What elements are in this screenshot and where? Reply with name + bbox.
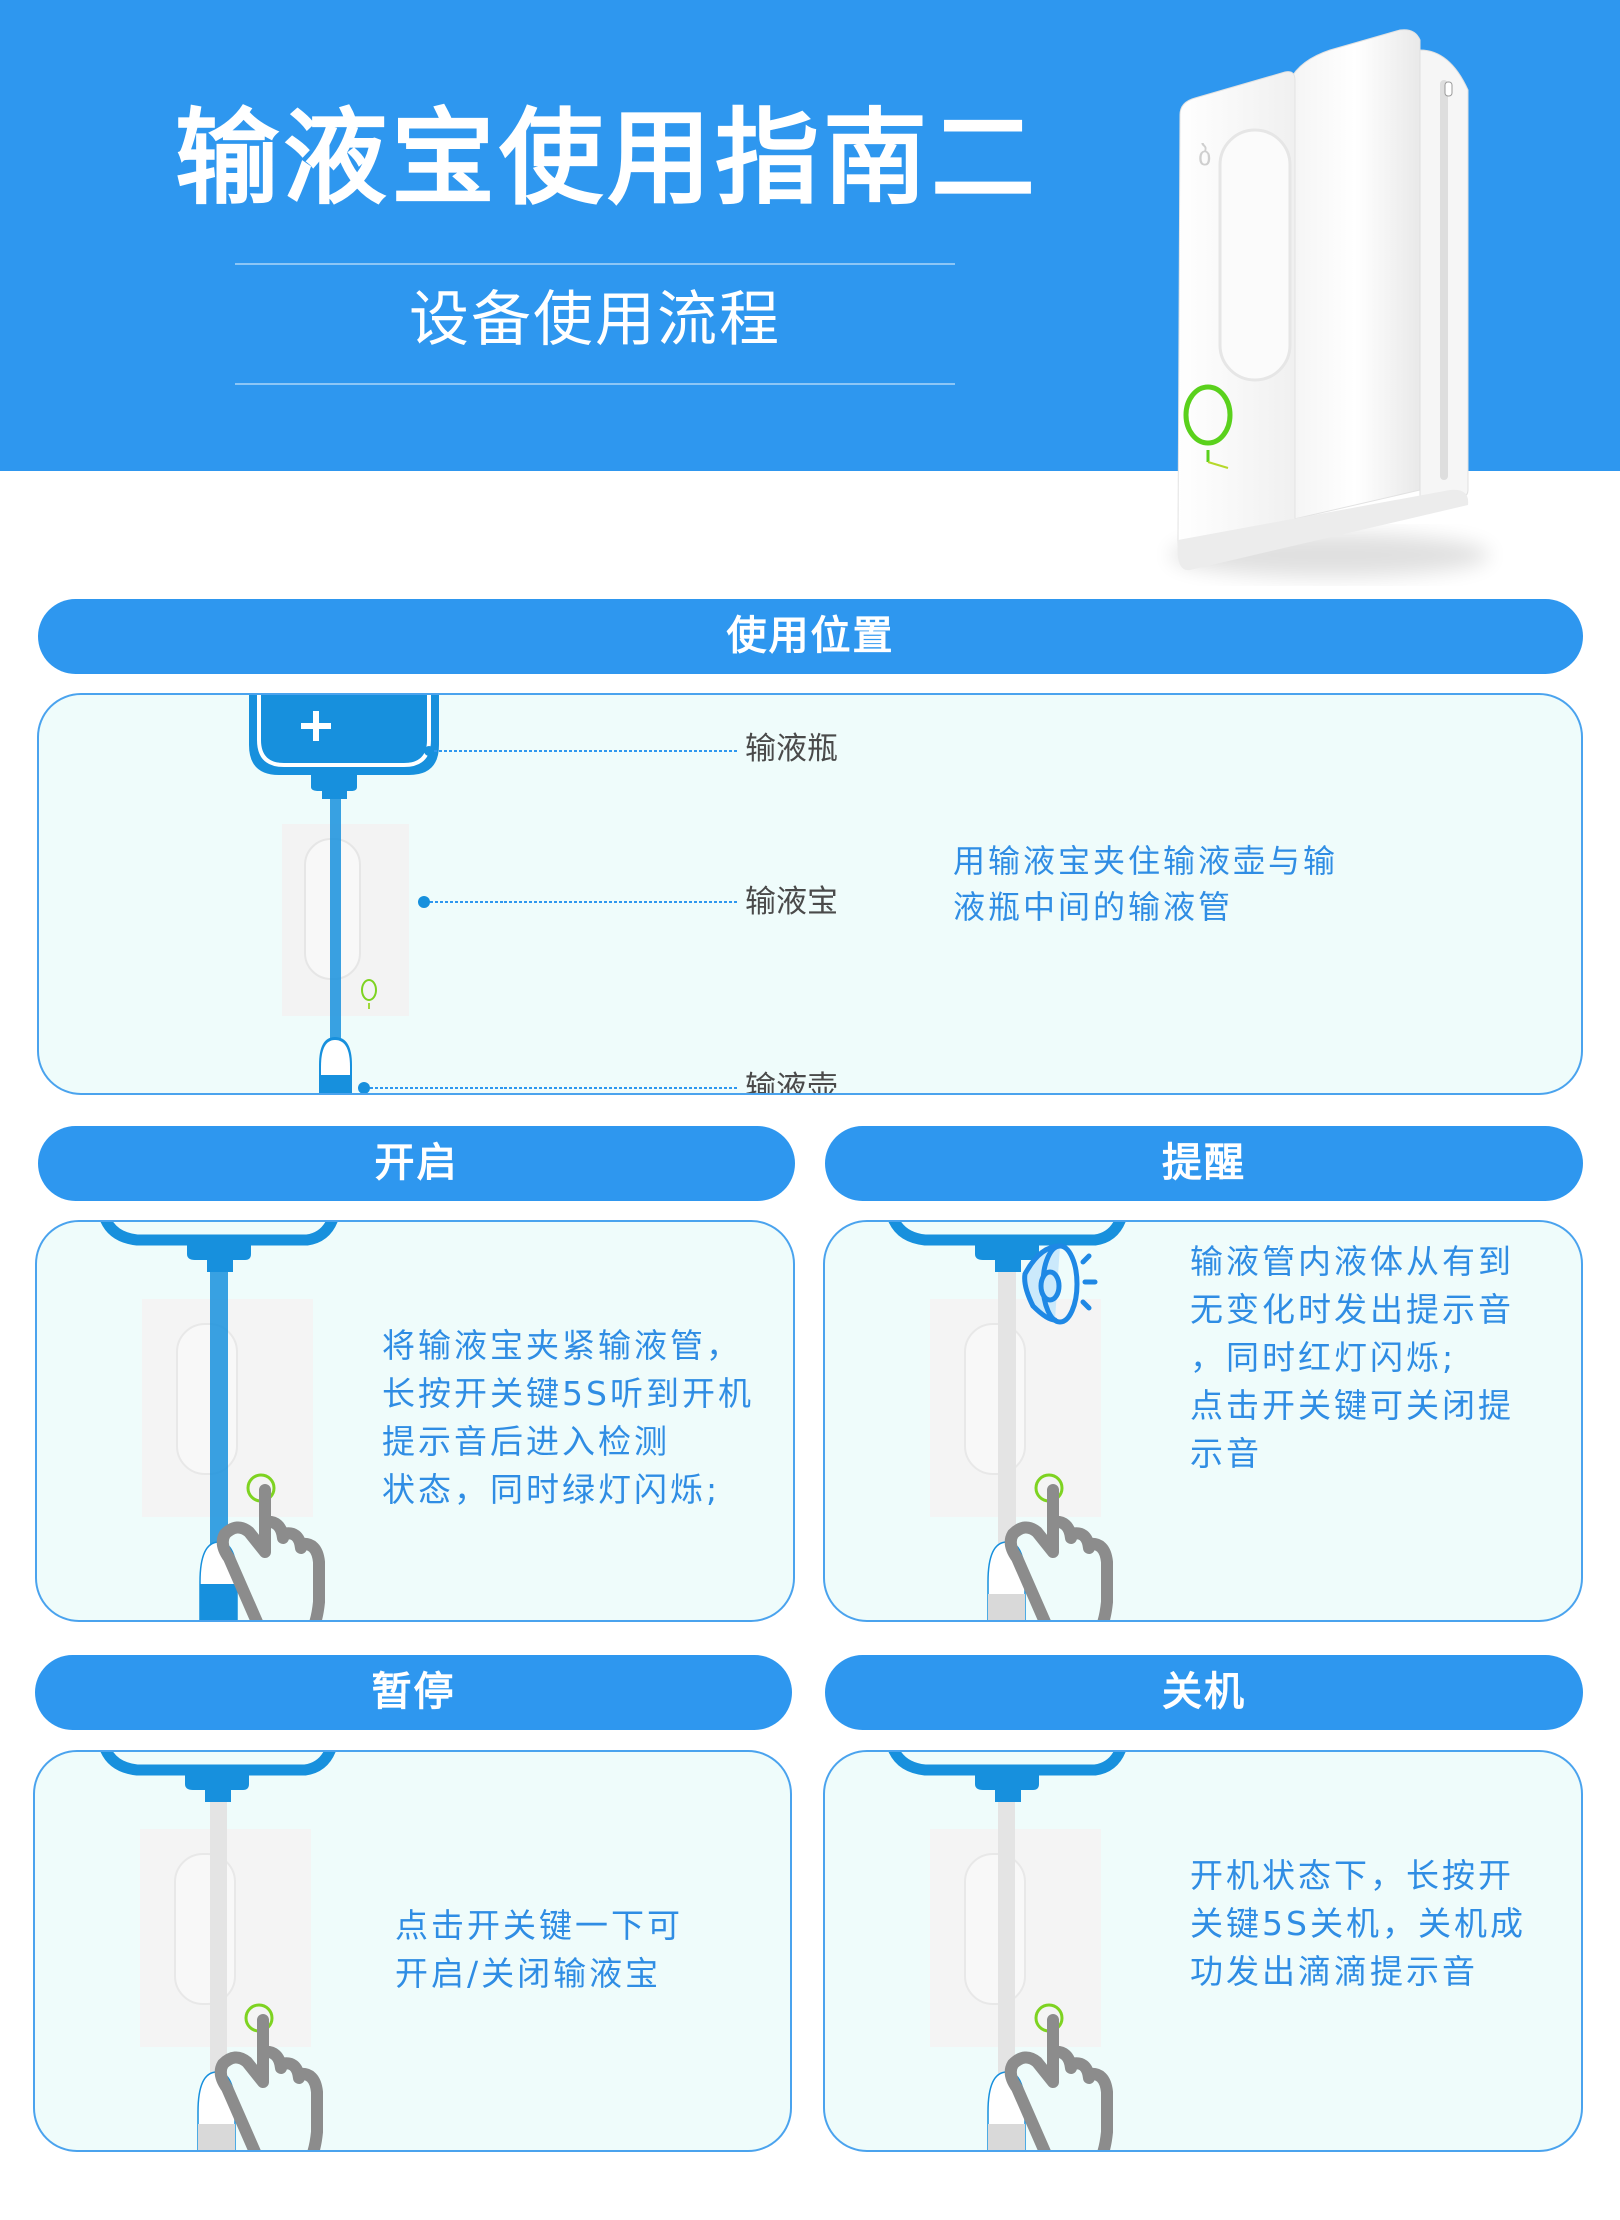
section-header-alert: 提醒 xyxy=(825,1126,1583,1201)
iv-bottle-icon xyxy=(249,695,439,799)
pause-illustration xyxy=(100,1752,336,2150)
card-power-off: 开机状态下，长按开 关键5S关机，关机成 功发出滴滴提示音 xyxy=(823,1750,1583,2152)
section-header-power-on: 开启 xyxy=(38,1126,795,1201)
device-thumbnail-icon xyxy=(282,824,409,1016)
power-off-description: 开机状态下，长按开 关键5S关机，关机成 功发出滴滴提示音 xyxy=(1190,1856,1526,1991)
title-divider-bottom xyxy=(235,383,955,385)
hand-pointer-icon xyxy=(216,1484,325,1620)
card-power-on: 将输液宝夹紧输液管， 长按开关键5S听到开机 提示音后进入检测 状态，同时绿灯闪… xyxy=(35,1220,795,1622)
card-position: 输液瓶 输液宝 输液壶 用输液宝夹住输液壶与输 液瓶中间的输液管 xyxy=(37,693,1583,1095)
hand-pointer-icon xyxy=(1004,2014,1113,2150)
section-header-pause: 暂停 xyxy=(35,1655,792,1730)
iv-setup-illustration xyxy=(249,695,739,1093)
pause-description: 点击开关键一下可 开启/关闭输液宝 xyxy=(395,1906,683,1993)
section-header-position: 使用位置 xyxy=(38,599,1583,674)
hand-pointer-icon xyxy=(1004,1484,1113,1620)
label-drip-chamber: 输液壶 xyxy=(745,1070,838,1095)
alert-illustration xyxy=(888,1222,1126,1620)
position-description: 用输液宝夹住输液壶与输 液瓶中间的输液管 xyxy=(953,842,1339,926)
label-iv-bottle: 输液瓶 xyxy=(745,731,838,767)
power-off-illustration xyxy=(888,1752,1126,2150)
hand-pointer-icon xyxy=(214,2014,323,2150)
card-alert: 输液管内液体从有到 无变化时发出提示音 ，同时红灯闪烁; 点击开关键可关闭提 示… xyxy=(823,1220,1583,1622)
section-header-power-off: 关机 xyxy=(825,1655,1583,1730)
page-subtitle: 设备使用流程 xyxy=(409,285,781,355)
alert-description: 输液管内液体从有到 无变化时发出提示音 ，同时红灯闪烁; 点击开关键可关闭提 示… xyxy=(1190,1242,1514,1473)
speaker-icon xyxy=(1022,1243,1098,1325)
infusion-monitor-device-icon: ბ xyxy=(1170,29,1490,577)
svg-text:ბ: ბ xyxy=(1198,142,1211,172)
power-on-illustration xyxy=(100,1222,338,1620)
power-on-description: 将输液宝夹紧输液管， 长按开关键5S听到开机 提示音后进入检测 状态，同时绿灯闪… xyxy=(382,1326,754,1509)
page-title: 输液宝使用指南二 xyxy=(175,97,1040,219)
title-divider-top xyxy=(235,263,955,265)
card-pause: 点击开关键一下可 开启/关闭输液宝 xyxy=(33,1750,792,2152)
drip-chamber-icon xyxy=(319,1037,352,1093)
label-infusion-monitor: 输液宝 xyxy=(745,884,838,920)
